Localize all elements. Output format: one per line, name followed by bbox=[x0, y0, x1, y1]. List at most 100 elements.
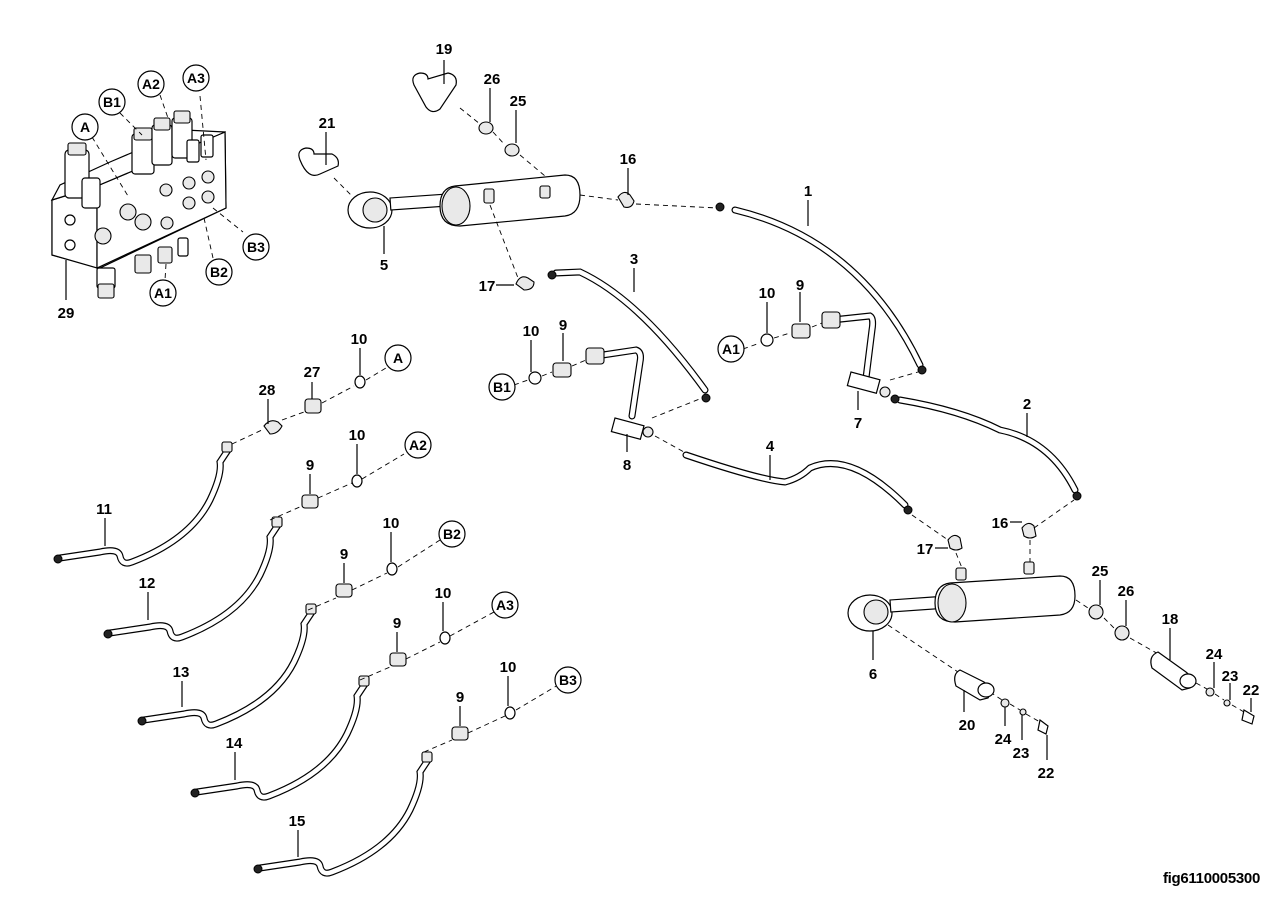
callout-10-A3: 10 bbox=[435, 585, 452, 602]
adapter-9-A2[interactable] bbox=[301, 494, 319, 509]
tube-assembly-7[interactable] bbox=[821, 311, 891, 398]
hose-swivel-nut bbox=[421, 751, 433, 763]
port-label-A1-valve: A1 bbox=[149, 279, 177, 307]
svg-text:B2: B2 bbox=[443, 526, 461, 542]
callout-19: 19 bbox=[436, 41, 453, 58]
port-label-B1-conn: B1 bbox=[488, 373, 516, 401]
port-label-A-conn: A bbox=[384, 344, 412, 372]
lockwasher-23-right[interactable] bbox=[1223, 699, 1231, 707]
bushing-25-lower[interactable] bbox=[1088, 604, 1104, 620]
hose-12[interactable] bbox=[103, 516, 283, 642]
callout-21: 21 bbox=[319, 115, 336, 132]
bolt-22-left[interactable] bbox=[1037, 718, 1049, 735]
svg-text:A2: A2 bbox=[142, 76, 160, 92]
callout-27: 27 bbox=[304, 364, 321, 381]
left-hose-group bbox=[53, 441, 433, 877]
callout-9-a1: 9 bbox=[796, 277, 804, 294]
hose-3[interactable] bbox=[547, 268, 711, 403]
bushing-26-lower[interactable] bbox=[1114, 625, 1130, 641]
callout-9-b1: 9 bbox=[559, 317, 567, 334]
port-label-B3-conn: B3 bbox=[554, 666, 582, 694]
callout-9-A2: 9 bbox=[306, 457, 314, 474]
hose-4[interactable] bbox=[682, 451, 913, 515]
hose-swivel-nut bbox=[221, 441, 233, 453]
callout-10-b1: 10 bbox=[523, 323, 540, 340]
callout-22-left: 22 bbox=[1038, 765, 1055, 782]
callout-26-lower: 26 bbox=[1118, 583, 1135, 600]
adapter-9-b1[interactable] bbox=[552, 362, 572, 378]
o-ring-10-A2[interactable] bbox=[351, 474, 363, 488]
callout-2: 2 bbox=[1023, 396, 1031, 413]
pin-18[interactable] bbox=[1150, 651, 1197, 691]
o-ring-10-a1[interactable] bbox=[760, 333, 774, 347]
callout-29: 29 bbox=[58, 305, 75, 322]
hose-swivel-nut bbox=[358, 675, 370, 687]
o-ring-10-B2[interactable] bbox=[386, 562, 398, 576]
upper-cylinder-dashes bbox=[333, 107, 719, 279]
callout-17-lower: 17 bbox=[917, 541, 934, 558]
callout-10-A: 10 bbox=[351, 331, 368, 348]
callout-25-lower: 25 bbox=[1092, 563, 1109, 580]
fitting-group-A2 bbox=[269, 444, 405, 521]
callout-10-a1: 10 bbox=[759, 285, 776, 302]
bolt-22-right[interactable] bbox=[1241, 709, 1255, 725]
adapter-27[interactable] bbox=[304, 398, 322, 414]
callout-26-upper: 26 bbox=[484, 71, 501, 88]
callout-22-right: 22 bbox=[1243, 682, 1260, 699]
hose-13[interactable] bbox=[137, 603, 317, 729]
figure-id-label: fig6110005300 bbox=[1162, 870, 1260, 887]
valve-block[interactable] bbox=[50, 110, 227, 299]
callout-28: 28 bbox=[259, 382, 276, 399]
washer-24-right[interactable] bbox=[1205, 687, 1215, 697]
svg-text:B1: B1 bbox=[493, 379, 511, 395]
port-label-B2-conn: B2 bbox=[438, 520, 466, 548]
hose-15[interactable] bbox=[253, 751, 433, 877]
svg-text:A1: A1 bbox=[154, 285, 172, 301]
elbow-fitting-17-upper[interactable] bbox=[515, 276, 535, 291]
adapter-9-A3[interactable] bbox=[389, 652, 407, 667]
elbow-fitting-16-lower[interactable] bbox=[1021, 522, 1037, 539]
callout-17-upper: 17 bbox=[479, 278, 496, 295]
callout-15: 15 bbox=[289, 813, 306, 830]
callout-14: 14 bbox=[226, 735, 243, 752]
elbow-fitting-17-lower[interactable] bbox=[947, 534, 963, 551]
hose-1[interactable] bbox=[715, 202, 927, 375]
callout-9-A3: 9 bbox=[393, 615, 401, 632]
callout-16-upper: 16 bbox=[620, 151, 637, 168]
port-label-B1-valve: B1 bbox=[98, 88, 126, 116]
cylinder-lower[interactable] bbox=[847, 561, 1076, 632]
port-label-A3-valve: A3 bbox=[182, 64, 210, 92]
port-label-B2-valve: B2 bbox=[205, 258, 233, 286]
callout-18: 18 bbox=[1162, 611, 1179, 628]
o-ring-10-A3[interactable] bbox=[439, 631, 451, 645]
washer-24-left[interactable] bbox=[1000, 698, 1010, 708]
hose-14[interactable] bbox=[190, 675, 370, 801]
adapter-9-B3[interactable] bbox=[451, 726, 469, 741]
svg-text:B3: B3 bbox=[559, 672, 577, 688]
fitting-group-A bbox=[231, 348, 387, 445]
o-ring-10-A[interactable] bbox=[354, 375, 366, 389]
elbow-fitting-16-upper[interactable] bbox=[617, 191, 635, 208]
callout-6: 6 bbox=[869, 666, 877, 683]
hose-2[interactable] bbox=[890, 394, 1082, 501]
port-label-A1-conn: A1 bbox=[717, 335, 745, 363]
pin-20[interactable] bbox=[954, 669, 995, 701]
hose-11[interactable] bbox=[53, 441, 233, 567]
elbow-fitting-28[interactable] bbox=[263, 420, 283, 435]
callout-4: 4 bbox=[766, 438, 775, 455]
callout-5: 5 bbox=[380, 257, 388, 274]
callout-20: 20 bbox=[959, 717, 976, 734]
port-label-A2-conn: A2 bbox=[404, 431, 432, 459]
hose-swivel-nut bbox=[271, 516, 283, 528]
adapter-9-a1[interactable] bbox=[791, 323, 811, 339]
o-ring-10-b1[interactable] bbox=[528, 371, 542, 385]
lockwasher-23-left[interactable] bbox=[1019, 708, 1027, 716]
callout-7: 7 bbox=[854, 415, 862, 432]
hose-end-fitting bbox=[253, 864, 263, 874]
adapter-9-B2[interactable] bbox=[335, 583, 353, 598]
o-ring-10-B3[interactable] bbox=[504, 706, 516, 720]
cylinder-upper[interactable] bbox=[298, 72, 581, 229]
tube-assembly-8[interactable] bbox=[585, 346, 654, 441]
callout-1: 1 bbox=[804, 183, 812, 200]
callout-13: 13 bbox=[173, 664, 190, 681]
